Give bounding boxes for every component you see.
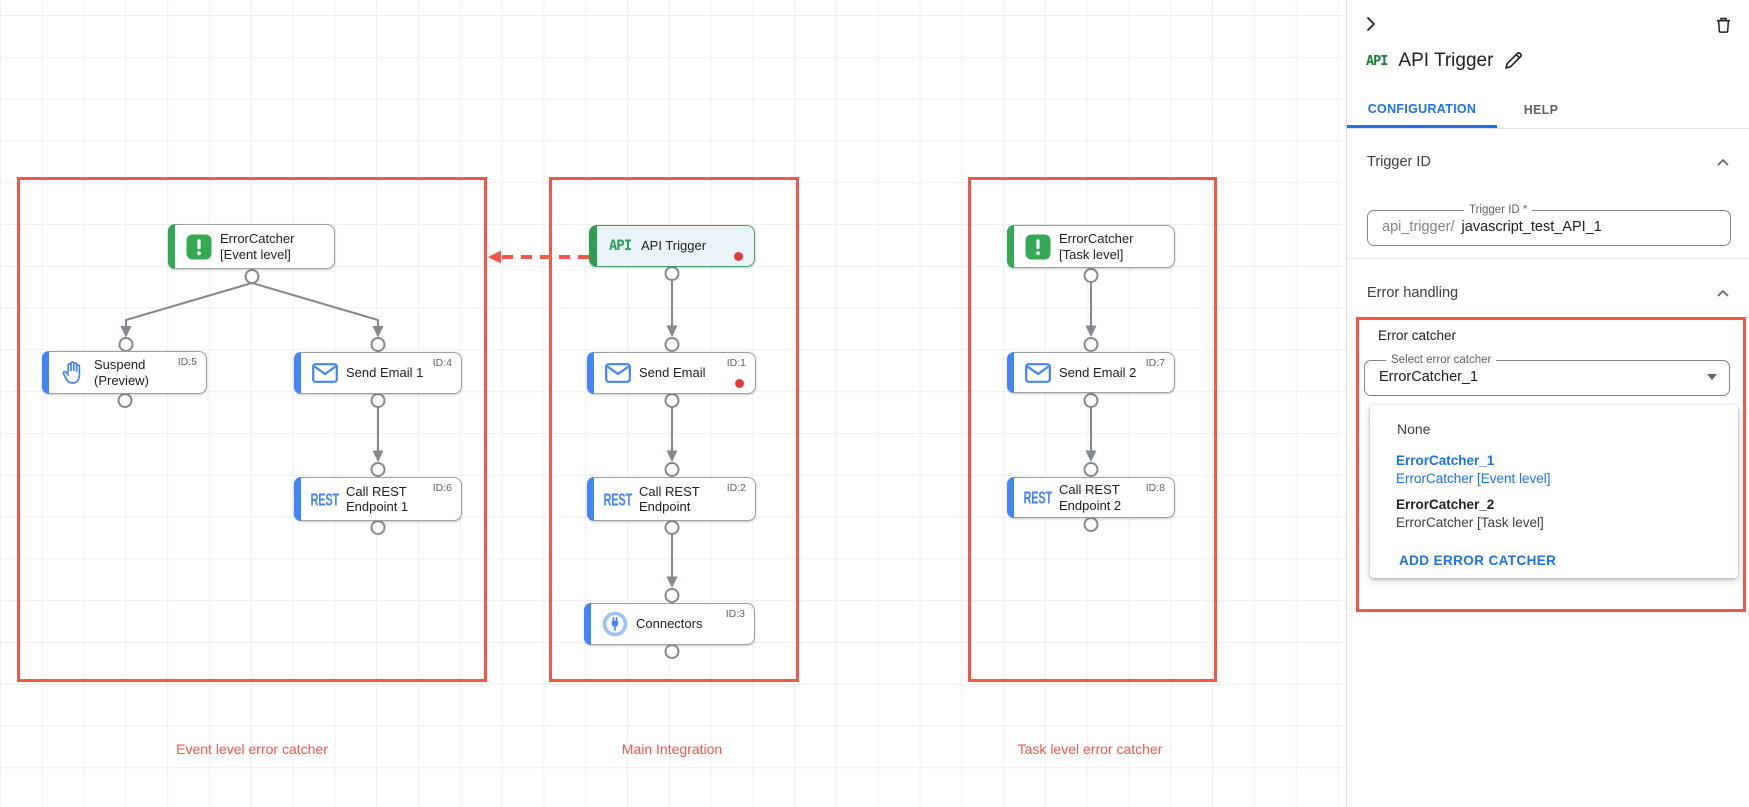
connection-layer — [117, 250, 1099, 659]
node-accent — [586, 351, 594, 395]
group-label-event-level: Event level error catcher — [176, 741, 328, 757]
node-label: API Trigger — [641, 238, 707, 254]
connection-lines — [125, 281, 1092, 577]
node-accent — [1006, 351, 1014, 394]
tab-configuration[interactable]: CONFIGURATION — [1347, 92, 1497, 128]
trigger-id-prefix: api_trigger/ — [1382, 218, 1455, 235]
email-icon — [310, 363, 340, 383]
rest-icon: REST — [1023, 487, 1053, 508]
task-id-badge: ID:7 — [1145, 357, 1165, 369]
task-node-errorcatcher-event[interactable]: ErrorCatcher[Event level] — [167, 223, 335, 270]
email-icon — [603, 363, 633, 383]
connectors-icon — [600, 610, 630, 638]
collapse-section-icon[interactable] — [1717, 289, 1729, 297]
delete-icon[interactable] — [1716, 16, 1731, 33]
annotation-box-event-level — [17, 177, 487, 682]
task-id-badge: ID:8 — [1145, 482, 1165, 494]
node-label: Connectors — [636, 616, 703, 632]
section-divider — [1347, 258, 1749, 259]
error-catcher-icon — [184, 234, 214, 260]
section-header-error-handling: Error handling — [1347, 282, 1749, 304]
task-node-suspend[interactable]: Suspend(Preview) ID:5 — [41, 350, 207, 395]
node-accent — [588, 224, 597, 268]
rest-icon: REST — [603, 488, 633, 510]
trigger-id-value[interactable]: javascript_test_API_1 — [1461, 218, 1602, 235]
collapse-panel-icon[interactable] — [1366, 16, 1376, 32]
task-node-send-email-2[interactable]: Send Email 2 ID:7 — [1006, 351, 1175, 394]
error-indicator-dot — [734, 252, 743, 261]
section-title: Error handling — [1367, 285, 1459, 301]
task-node-errorcatcher-task[interactable]: ErrorCatcher[Task level] — [1006, 224, 1175, 269]
select-error-catcher[interactable]: Select error catcher ErrorCatcher_1 — [1364, 354, 1730, 396]
task-node-send-email[interactable]: Send Email ID:1 — [586, 351, 756, 395]
group-label-main-integration: Main Integration — [621, 741, 723, 757]
error-catcher-dropdown-menu: None ErrorCatcher_1 ErrorCatcher [Event … — [1370, 405, 1738, 578]
hand-icon — [58, 360, 88, 386]
panel-header: API API Trigger — [1366, 50, 1523, 72]
config-panel: API API Trigger CONFIGURATION HELP Trigg… — [1346, 0, 1749, 807]
trigger-node-api-trigger[interactable]: API API Trigger — [588, 224, 755, 268]
node-label: Send Email 1 — [346, 365, 424, 381]
node-accent — [167, 223, 175, 270]
connection-points[interactable] — [117, 266, 1099, 659]
select-error-catcher-value: ErrorCatcher_1 — [1379, 368, 1479, 385]
error-indicator-dot — [735, 379, 744, 388]
task-id-badge: ID:2 — [726, 482, 746, 494]
section-header-trigger-id: Trigger ID — [1347, 151, 1749, 173]
rest-icon: REST — [310, 488, 340, 510]
annotation-box-task-level — [968, 177, 1217, 682]
api-trigger-badge-icon: API — [1366, 53, 1388, 69]
node-label: Send Email — [639, 365, 706, 381]
connection-arrowheads — [120, 325, 1097, 588]
task-node-send-email-1[interactable]: Send Email 1 ID:4 — [293, 351, 462, 395]
integration-canvas[interactable]: ErrorCatcher[Event level] Suspend(Previe… — [0, 0, 1346, 807]
node-label: ErrorCatcher[Task level] — [1059, 231, 1134, 262]
trigger-id-field-label: Trigger ID * — [1469, 204, 1528, 216]
edit-title-icon[interactable] — [1504, 52, 1523, 70]
panel-toolbar — [1347, 12, 1749, 36]
email-icon — [1023, 362, 1053, 383]
dropdown-arrow-icon[interactable] — [1707, 373, 1717, 380]
task-node-connectors[interactable]: Connectors ID:3 — [583, 602, 755, 646]
select-error-catcher-label: Select error catcher — [1391, 354, 1492, 366]
menu-item-errorcatcher-1[interactable]: ErrorCatcher_1 ErrorCatcher [Event level… — [1396, 453, 1551, 486]
annotation-box-main-integration — [549, 177, 799, 682]
node-accent — [583, 602, 591, 646]
node-accent — [293, 476, 301, 522]
menu-item-errorcatcher-2[interactable]: ErrorCatcher_2 ErrorCatcher [Task level] — [1396, 497, 1544, 530]
trigger-id-field[interactable]: Trigger ID * api_trigger/ javascript_tes… — [1367, 204, 1731, 246]
task-id-badge: ID:3 — [725, 608, 745, 620]
panel-title: API Trigger — [1398, 50, 1494, 71]
node-accent — [41, 350, 49, 395]
error-catcher-group-label: Error catcher — [1378, 328, 1457, 343]
task-id-badge: ID:6 — [432, 482, 452, 494]
error-catcher-icon — [1023, 234, 1053, 260]
error-catcher-link-arrow — [488, 250, 589, 264]
api-icon: API — [608, 238, 632, 254]
group-label-task-level: Task level error catcher — [1017, 741, 1163, 757]
task-id-badge: ID:4 — [432, 357, 452, 369]
section-title: Trigger ID — [1367, 154, 1431, 170]
panel-tabs: CONFIGURATION HELP — [1347, 92, 1749, 129]
node-label: Suspend(Preview) — [94, 357, 149, 388]
node-accent — [1006, 476, 1014, 519]
collapse-section-icon[interactable] — [1717, 158, 1729, 166]
node-label: Send Email 2 — [1059, 364, 1137, 380]
node-label: ErrorCatcher[Event level] — [220, 231, 295, 262]
menu-item-none[interactable]: None — [1397, 421, 1431, 437]
add-error-catcher-button[interactable]: ADD ERROR CATCHER — [1399, 553, 1557, 568]
node-accent — [1006, 224, 1014, 269]
annotation-box-error-catcher: Error catcher — [1356, 317, 1746, 612]
task-id-badge: ID:1 — [726, 357, 746, 369]
node-accent — [293, 351, 301, 395]
tab-help[interactable]: HELP — [1523, 103, 1559, 117]
task-id-badge: ID:5 — [177, 356, 197, 368]
node-accent — [586, 476, 594, 522]
